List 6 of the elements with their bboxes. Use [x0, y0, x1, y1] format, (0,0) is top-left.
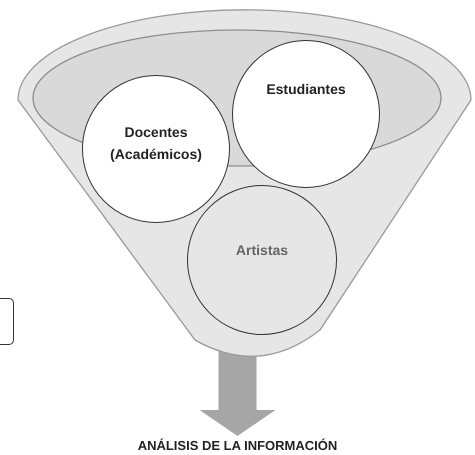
node-label: Estudiantes: [265, 80, 347, 99]
block-arrow: [200, 349, 276, 436]
circle: [187, 185, 337, 335]
node-label: Artistas: [234, 241, 290, 260]
output-label: ANÁLISIS DE LA INFORMACIÓN: [138, 438, 338, 453]
node-label: Docentes (Académicos): [109, 123, 203, 164]
